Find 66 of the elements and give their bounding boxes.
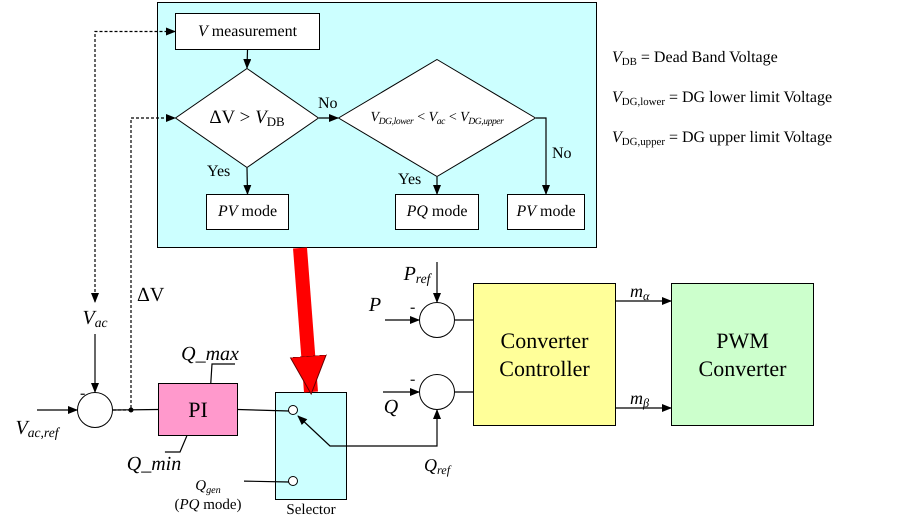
edge-label: m$_{α}$ <box>630 281 650 301</box>
arrow <box>385 316 420 324</box>
connector-line <box>455 319 473 321</box>
mode-box <box>206 194 289 230</box>
signal-label: V$_{ac}$ <box>82 306 108 330</box>
block-text: PV mode <box>516 202 576 222</box>
controller-block <box>473 283 616 426</box>
definition-note: V$_{DG,lower}$ = DG lower limit Voltage <box>612 89 832 106</box>
connector-line <box>113 408 158 411</box>
minus-sign: - <box>80 385 86 402</box>
signal-label: Q$_{gen}$ <box>195 477 221 496</box>
summing-junction <box>77 392 113 428</box>
connector-line <box>238 408 290 412</box>
edge-label: Q$_{ref}$ <box>424 455 450 475</box>
edge-label: No <box>552 145 572 162</box>
arrow <box>91 334 99 393</box>
edge-label: Yes <box>207 163 230 180</box>
arrow <box>433 262 441 303</box>
signal-label: Q <box>384 394 398 420</box>
arrow <box>319 114 339 122</box>
block-arrow <box>290 247 327 394</box>
arrow <box>91 28 176 303</box>
mode-box <box>507 194 585 230</box>
block-label: Selector <box>286 502 336 518</box>
limit-label: Q_min <box>126 452 182 476</box>
signal-label: (PQ mode) <box>174 496 242 515</box>
arrow <box>383 388 420 396</box>
edge-label: ΔV <box>137 284 164 306</box>
arrow <box>37 406 78 414</box>
block-text: V measurement <box>198 22 298 42</box>
process-box <box>175 13 320 50</box>
arrow <box>616 404 672 412</box>
connector-line <box>164 436 188 453</box>
block-text: PQ mode <box>406 202 468 222</box>
summing-junction <box>419 374 455 410</box>
pi-controller-block <box>158 383 238 436</box>
edge-label: Yes <box>398 171 422 188</box>
signal-label: V$_{ac,ref}$ <box>15 416 59 440</box>
condition-text: V$_{DG,lower}$ < V$_{ac}$ < V$_{DG,upper}$ <box>370 110 504 126</box>
signal-label: P$_{ref}$ <box>404 262 430 286</box>
connector-line <box>210 363 235 384</box>
arrow <box>616 297 672 305</box>
arrow <box>536 117 550 195</box>
definition-note: V$_{DB}$ = Dead Band Voltage <box>612 49 778 66</box>
edge-label: No <box>318 95 338 112</box>
block-text: PV mode <box>218 202 278 222</box>
arrow <box>433 177 441 195</box>
block-text: PWM Converter <box>698 327 788 382</box>
block-text: PI <box>188 396 208 424</box>
summing-junction <box>419 302 455 338</box>
arrow <box>297 409 441 447</box>
flowchart-panel <box>157 2 597 248</box>
minus-sign: - <box>410 299 416 316</box>
definition-note: V$_{DG,upper}$ = DG upper limit Voltage <box>612 129 832 146</box>
signal-label: P <box>368 292 382 318</box>
block-text: Converter Controller <box>498 327 591 382</box>
converter-block <box>671 283 814 426</box>
minus-sign: - <box>410 371 416 388</box>
arrow <box>243 168 252 195</box>
connector-line <box>244 480 290 483</box>
arrow <box>243 50 252 69</box>
connector-line <box>455 391 473 393</box>
mode-box <box>395 194 479 230</box>
limit-label: Q_max <box>181 342 239 366</box>
condition-text: ΔV > V$_{DB}$ <box>209 107 285 128</box>
edge-label: m$_{β}$ <box>630 388 650 408</box>
